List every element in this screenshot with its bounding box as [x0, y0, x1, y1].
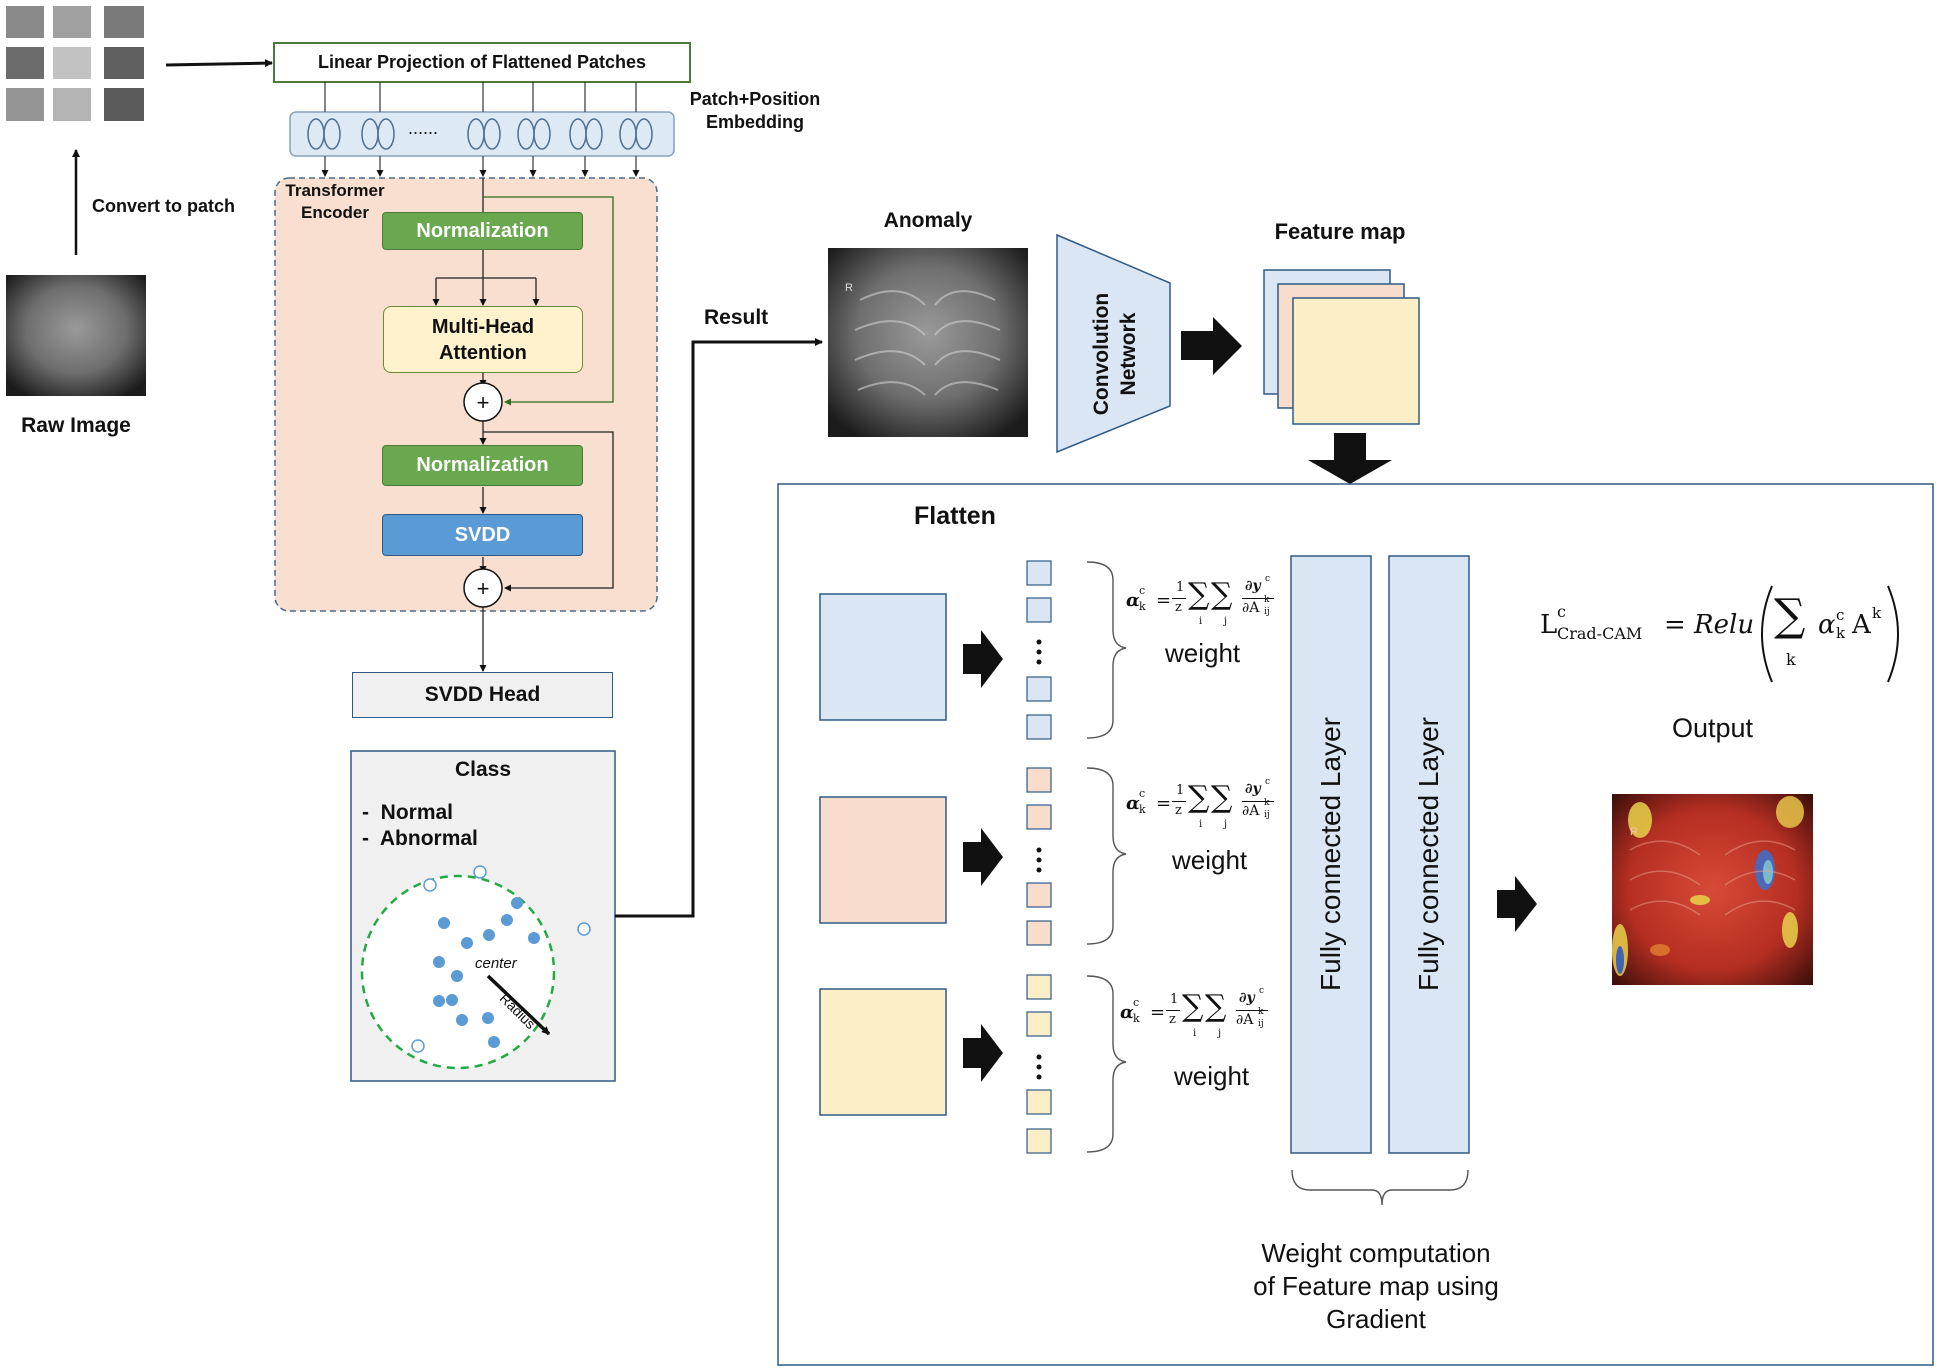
class-abnormal: - Abnormal	[362, 827, 478, 850]
anomaly-points	[411, 865, 591, 1053]
fc-layer-label-1: Fully connected Layer	[1315, 717, 1346, 991]
anomaly-label: Anomaly	[883, 209, 973, 232]
normal-points	[433, 897, 540, 1048]
weight-label-1: weight	[1165, 638, 1241, 668]
patch-embedding-label: Patch+Position Embedding	[689, 89, 821, 132]
transformer-encoder-label: Transformer Encoder	[285, 181, 385, 222]
feature-map-label: Feature map	[1274, 219, 1406, 244]
output-label: Output	[1671, 713, 1754, 743]
anomaly-xray-image	[828, 248, 1028, 437]
add-node-1	[463, 382, 503, 422]
fc-layer-label-2: Fully connected Layer	[1413, 717, 1444, 991]
gradcam-formula: L c Crad-CAM = Relu ∑ k α c k A k	[1540, 590, 1882, 670]
raw-xray-image	[6, 275, 146, 396]
patch-grid	[6, 6, 144, 121]
flatten-label: Flatten	[914, 502, 996, 530]
raw-image-label: Raw Image	[21, 414, 131, 437]
result-label: Result	[704, 306, 769, 329]
add-node-2	[463, 568, 503, 608]
anomaly-xray-marker: R	[845, 282, 853, 294]
center-label: center	[475, 955, 517, 972]
weight-computation-label: Weight computation of Feature map using …	[1253, 1238, 1499, 1334]
class-normal: - Normal	[362, 801, 454, 824]
embedding-dots: ......	[408, 118, 439, 138]
linear-projection-label: Linear Projection of Flattened Patches	[317, 52, 647, 72]
weight-label-3: weight	[1174, 1061, 1250, 1091]
convert-to-patch-label: Convert to patch	[92, 196, 236, 216]
convolution-network-shape	[1056, 233, 1171, 454]
svdd-head-box: SVDD Head	[352, 672, 613, 718]
output-xray-marker: R	[1630, 826, 1638, 838]
svg-text:+: +	[477, 576, 490, 601]
normalization-box-2: Normalization	[382, 445, 583, 486]
convolution-network-label: Convolution Network	[1090, 292, 1140, 416]
class-title: Class	[454, 758, 512, 781]
normalization-box-1: Normalization	[382, 212, 583, 250]
multi-head-attention-box: Multi-Head Attention	[383, 306, 583, 373]
svdd-box: SVDD	[382, 514, 583, 556]
weight-label-2: weight	[1172, 845, 1248, 875]
svg-text:+: +	[477, 390, 490, 415]
